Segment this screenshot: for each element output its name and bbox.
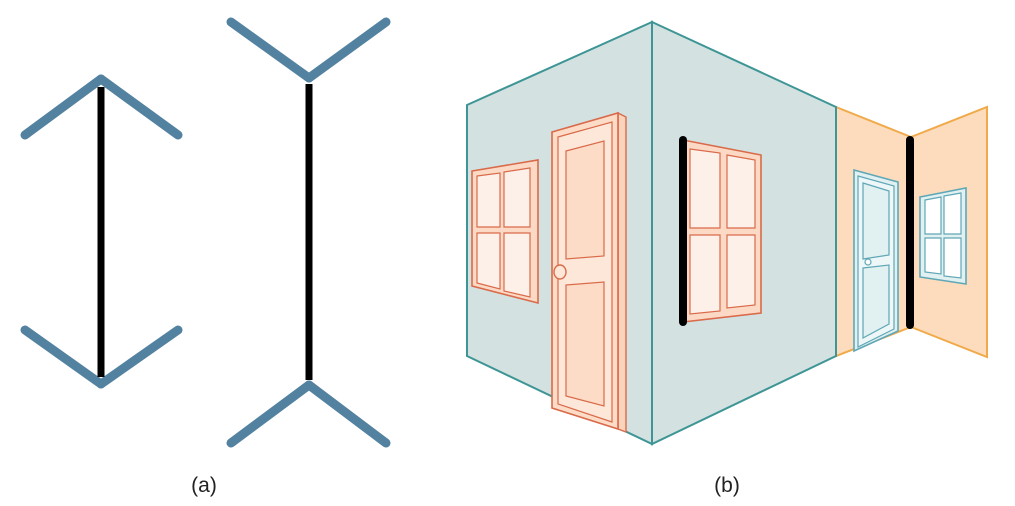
far-room — [835, 105, 988, 359]
near-door — [551, 111, 627, 434]
panel-a-arrows — [20, 17, 391, 448]
far-door-knob — [864, 258, 872, 266]
near-door-knob — [553, 264, 567, 280]
near-right-window — [682, 139, 762, 323]
far-door — [853, 168, 899, 353]
panel-b-rooms — [466, 20, 988, 446]
near-left-window — [471, 159, 539, 305]
far-window — [919, 187, 967, 285]
arrow-outward-fins — [226, 17, 391, 448]
arrow-inward-fins — [20, 74, 183, 389]
near-room — [466, 20, 837, 446]
caption-a: (a) — [191, 474, 217, 497]
caption-b: (b) — [714, 474, 740, 497]
